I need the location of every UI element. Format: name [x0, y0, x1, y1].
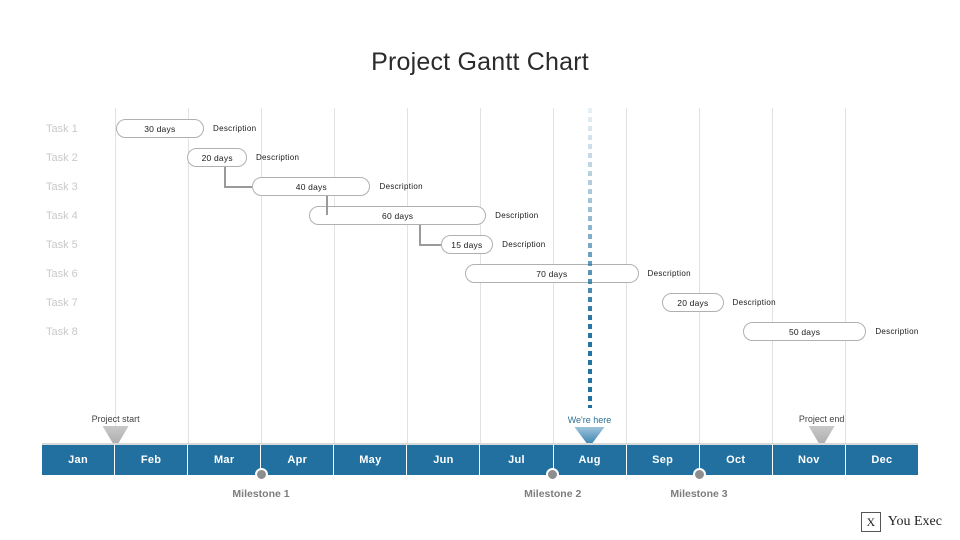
task-label: Task 8: [46, 326, 78, 338]
month-cell-dec[interactable]: Dec: [845, 445, 918, 475]
task-duration-label: 60 days: [382, 210, 414, 221]
dependency-line-vertical: [418, 225, 421, 244]
marker-label-project-start: Project start: [91, 414, 140, 424]
task-description: Description: [502, 240, 546, 249]
task-row[interactable]: Task 4 60 days Description: [42, 203, 918, 232]
task-label: Task 5: [46, 239, 78, 251]
dependency-line-vertical: [325, 196, 328, 215]
gridline-month-Mar: [188, 108, 189, 448]
task-bar[interactable]: 60 days: [309, 206, 487, 225]
task-bar[interactable]: 50 days: [742, 322, 867, 341]
gridline-month-Apr: [261, 108, 262, 448]
dependency-line-horizontal: [224, 186, 253, 188]
dependency-line-horizontal: [418, 244, 441, 246]
milestone-label: Milestone 1: [232, 488, 290, 500]
task-description: Description: [379, 182, 423, 191]
task-label: Task 6: [46, 268, 78, 280]
marker-label-project-end: Project end: [798, 414, 845, 424]
task-row[interactable]: Task 2 20 days Description: [42, 145, 918, 174]
milestone-label: Milestone 3: [670, 488, 728, 500]
month-cell-apr[interactable]: Apr: [261, 445, 335, 475]
task-description: Description: [495, 211, 539, 220]
task-duration-label: 70 days: [536, 268, 568, 279]
month-cell-jun[interactable]: Jun: [407, 445, 481, 475]
month-cell-jan[interactable]: Jan: [42, 445, 116, 475]
task-label: Task 2: [46, 152, 78, 164]
month-cell-oct[interactable]: Oct: [699, 445, 773, 475]
month-cell-may[interactable]: May: [334, 445, 408, 475]
marker-label-we-are-here: We're here: [567, 415, 612, 425]
gridline-month-May: [334, 108, 335, 448]
we-are-here-line: [588, 108, 592, 408]
task-bar[interactable]: 30 days: [115, 119, 205, 138]
task-duration-label: 40 days: [295, 181, 327, 192]
month-cell-aug[interactable]: Aug: [553, 445, 627, 475]
gridline-month-Dec: [845, 108, 846, 448]
gridline-month-Jun: [407, 108, 408, 448]
task-row[interactable]: Task 6 70 days Description: [42, 261, 918, 290]
task-label: Task 7: [46, 297, 78, 309]
month-cell-feb[interactable]: Feb: [115, 445, 189, 475]
task-row[interactable]: Task 3 40 days Description: [42, 174, 918, 203]
month-cell-nov[interactable]: Nov: [772, 445, 846, 475]
task-description: Description: [875, 327, 919, 336]
gridline-month-Oct: [699, 108, 700, 448]
task-label: Task 3: [46, 181, 78, 193]
month-cell-mar[interactable]: Mar: [188, 445, 262, 475]
task-duration-label: 15 days: [451, 239, 483, 250]
month-cell-sep[interactable]: Sep: [626, 445, 700, 475]
task-bar[interactable]: 20 days: [187, 148, 247, 167]
page-title: Project Gantt Chart: [371, 48, 589, 76]
milestone-dot[interactable]: [546, 468, 560, 481]
month-cell-jul[interactable]: Jul: [480, 445, 554, 475]
task-description: Description: [732, 298, 776, 307]
dependency-line-vertical: [224, 167, 227, 186]
task-bar[interactable]: 20 days: [662, 293, 724, 312]
task-duration-label: 50 days: [788, 326, 821, 337]
task-row[interactable]: Task 7 20 days Description: [42, 290, 918, 319]
task-bar[interactable]: 40 days: [252, 177, 371, 196]
logo-mark: X: [860, 512, 881, 532]
milestone-dot[interactable]: [692, 468, 706, 481]
task-description: Description: [213, 124, 257, 133]
task-row[interactable]: Task 5 15 days Description: [42, 232, 918, 261]
task-label: Task 4: [46, 210, 78, 222]
task-label: Task 1: [46, 123, 78, 135]
milestone-label: Milestone 2: [524, 488, 582, 500]
task-duration-label: 20 days: [677, 297, 709, 308]
task-row[interactable]: Task 8 50 days Description: [42, 319, 918, 348]
task-description: Description: [255, 153, 300, 162]
gridline-month-Nov: [772, 108, 773, 448]
task-description: Description: [647, 269, 691, 278]
brand-logo: X You Exec: [860, 512, 942, 532]
logo-text: You Exec: [887, 514, 942, 529]
gridline-month-Feb: [115, 108, 116, 448]
axis-top-rule: [42, 443, 918, 445]
task-bar[interactable]: 15 days: [440, 235, 494, 254]
task-duration-label: 30 days: [144, 123, 176, 134]
task-duration-label: 20 days: [201, 152, 233, 163]
task-row[interactable]: Task 1 30 days Description: [42, 116, 918, 145]
task-bar[interactable]: 70 days: [465, 264, 639, 283]
milestone-dot[interactable]: [254, 468, 268, 481]
